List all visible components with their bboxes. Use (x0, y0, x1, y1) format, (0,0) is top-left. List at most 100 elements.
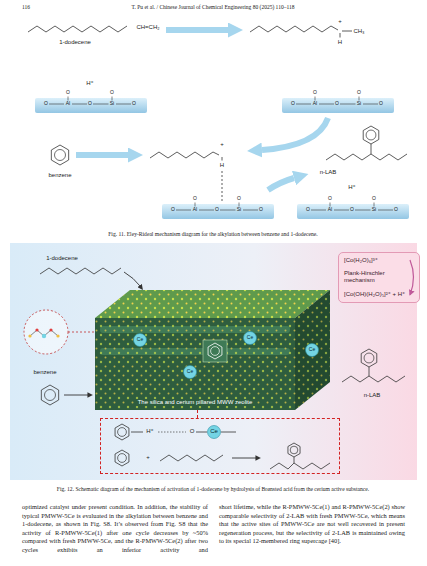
body-text: optimized catalyst under present conditi… (22, 503, 208, 555)
framework-atom: O (357, 90, 361, 96)
molecule-name: 1-dodecene (59, 39, 91, 46)
zeolite-mechanism-scheme-part (361, 349, 377, 367)
zeolite-mechanism-scheme-part (232, 458, 256, 459)
eley-rideal-scheme-part (35, 97, 147, 114)
framework-atom: O (215, 207, 219, 213)
zoom-connector (197, 410, 198, 418)
zeolite-mechanism-scheme-part (95, 290, 330, 318)
zeolite-mechanism-scheme-part (28, 334, 31, 337)
molecule-name: 1-dodecene (46, 255, 78, 262)
running-header: T. Pu et al. / Chinese Journal of Chemic… (132, 4, 295, 10)
eley-rideal-scheme-part (162, 203, 274, 220)
zeolite-mechanism-scheme-part (369, 367, 370, 376)
cerium-site: Ce (187, 369, 193, 375)
framework-atom: O (306, 207, 310, 213)
zeolite-mechanism-scheme-part (134, 334, 147, 347)
eley-rideal-scheme-part (166, 27, 228, 33)
framework-atom: O (328, 196, 332, 202)
chemical-group: CH₃ (353, 28, 364, 35)
framework-atom: Si (372, 207, 376, 213)
zeolite-mechanism-scheme-part (221, 432, 236, 433)
eley-rideal-scheme-part (51, 145, 68, 165)
eley-rideal-scheme-part (326, 154, 407, 160)
framework-atom: O (313, 90, 317, 96)
framework-atom: O (193, 196, 197, 202)
framework-atom: O (394, 207, 398, 213)
framework-atom: Al (193, 207, 197, 213)
mechanism-name: Plank-Hirschler mechanism (344, 270, 406, 284)
eley-rideal-scheme-part (150, 152, 219, 158)
framework-atom: Al (313, 101, 317, 107)
zeolite-mechanism-scheme-part (10, 243, 417, 480)
body-text: short lifetime, while the R-PMWW-5Ce(1) … (219, 503, 405, 546)
zeolite-mechanism-scheme-part (56, 334, 59, 337)
zeolite-mechanism-scheme-part (42, 334, 46, 338)
atom-label: O (190, 428, 195, 435)
cerium-site: Ce (247, 335, 253, 341)
molecule-name: benzene (33, 369, 56, 376)
cerium-site: Ce (309, 347, 315, 353)
cerium-site: Ce (210, 428, 218, 435)
zeolite-mechanism-scheme-part (95, 290, 330, 318)
zeolite-mechanism-scheme-part (35, 328, 38, 331)
proton-label: H⁺ (146, 428, 154, 435)
zeolite-mechanism-scheme-part (115, 424, 129, 440)
framework-atom: O (350, 207, 354, 213)
zeolite-mechanism-scheme-part (95, 318, 295, 410)
framework-atom: Si (357, 101, 361, 107)
atom-label: H (338, 39, 342, 46)
zeolite-name: The silica and cerium pillared MWW zeoli… (135, 399, 256, 406)
zeolite-mechanism-scheme-part (68, 332, 94, 333)
framework-atom: O (110, 90, 114, 96)
zeolite-mechanism-scheme-part (270, 463, 330, 469)
eley-rideal-scheme (28, 26, 409, 219)
charge-sign: + (220, 141, 224, 148)
eley-rideal-scheme-part (250, 26, 338, 32)
atom-label: H (220, 162, 224, 169)
eley-rideal-scheme-part (297, 203, 409, 220)
eley-rideal-scheme-part (76, 152, 128, 158)
zeolite-mechanism-scheme-part (41, 385, 58, 405)
ion-formula: [Co(OH)(H₂O)₅]²⁺ + H⁺ (344, 291, 406, 298)
reaction-zoom-box: H⁺OCe+ (100, 418, 340, 474)
zeolite-mechanism-scheme-part (64, 395, 88, 396)
eley-rideal-scheme-part (340, 33, 341, 38)
framework-atom: Al (328, 207, 332, 213)
framework-atom: O (66, 90, 70, 96)
framework-atom: O (379, 101, 383, 107)
eley-rideal-scheme-part (222, 157, 223, 161)
zeolite-mechanism-scheme-part (184, 366, 197, 379)
mechanism-box: [Co(H₂O)₆]³⁺Plank-Hirschler mechanism[Co… (338, 252, 420, 303)
zeolite-mechanism-scheme-part (203, 340, 227, 362)
eley-rideal-scheme-part (262, 118, 328, 150)
framework-atom: Al (66, 101, 70, 107)
framework-atom: O (237, 196, 241, 202)
eley-rideal-scheme-part (222, 171, 223, 203)
zeolite-mechanism-scheme-part (40, 268, 121, 274)
framework-atom: O (259, 207, 263, 213)
eley-rideal-scheme-part (268, 178, 294, 190)
cerium-site: Ce (137, 337, 143, 343)
zeolite-mechanism-scheme-part (288, 443, 300, 457)
zeolite-mechanism-scheme-part (95, 318, 295, 410)
framework-atom: O (88, 101, 92, 107)
zeolite-mechanism-scheme-part (208, 426, 221, 439)
chemical-group: CH=CH₂ (136, 24, 159, 31)
zeolite-mechanism-scheme-part (115, 450, 129, 466)
framework-atom: O (335, 101, 339, 107)
product-name: n-LAB (364, 392, 381, 399)
eley-rideal-scheme-part (371, 144, 372, 154)
zeolite-mechanism-scheme-part (294, 457, 295, 463)
framework-atom: O (171, 207, 175, 213)
molecule-name: benzene (48, 172, 71, 179)
zeolite-mechanism-scheme-part (244, 332, 257, 345)
zeolite-mechanism-scheme-part (306, 344, 319, 357)
eley-rideal-scheme-part (28, 26, 127, 32)
framework-atom: Si (237, 207, 241, 213)
zeolite-mechanism-scheme-part (295, 290, 330, 410)
charge-sign: + (338, 18, 342, 25)
zeolite-mechanism-scheme-part (342, 376, 405, 382)
page-number: 116 (22, 4, 30, 10)
eley-rideal-scheme-part (342, 31, 352, 32)
zeolite-mechanism-scheme-part (158, 432, 186, 433)
